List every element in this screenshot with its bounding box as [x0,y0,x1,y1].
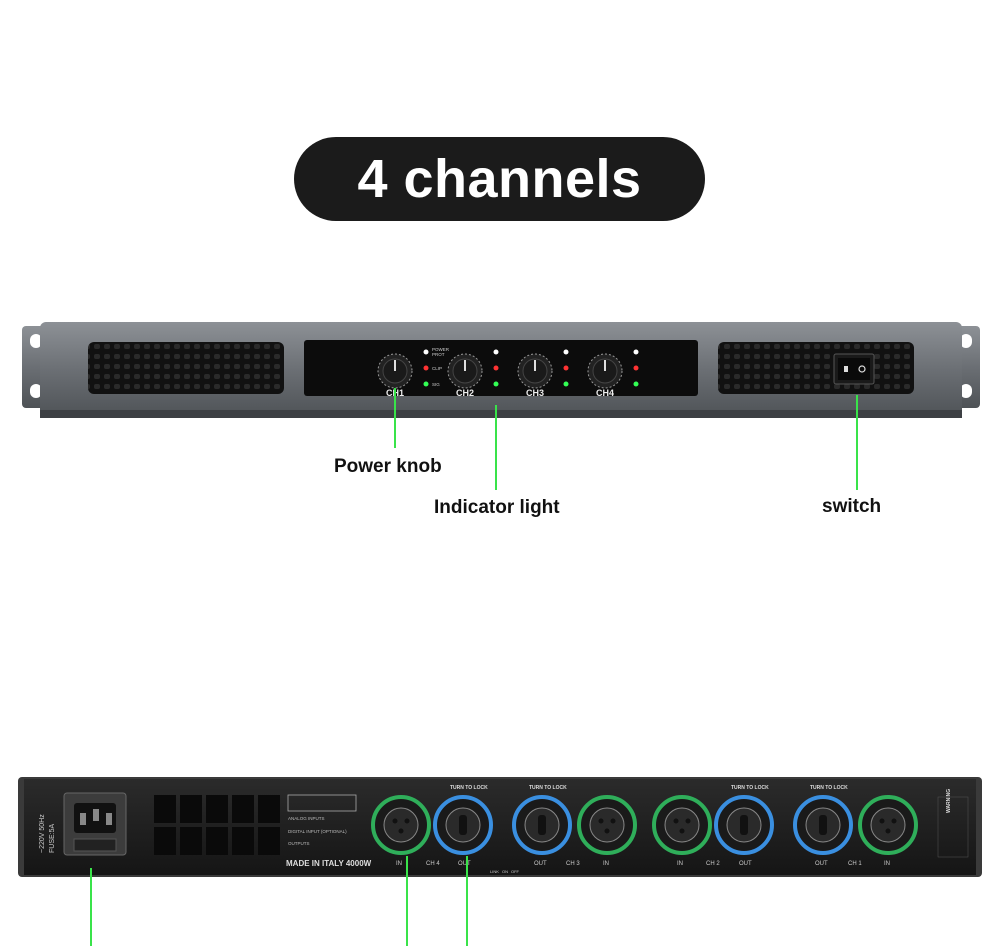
turn-to-lock-ch3: TURN TO LOCK [529,785,567,791]
led-label-clip: CLIP [432,366,442,371]
port-label: CH 1 [848,861,862,867]
knob-ch3[interactable] [517,353,553,389]
spec-block: ANALOG INPUTS DIGITAL INPUT (OPTIONAL) O… [286,794,372,868]
power-inlet[interactable] [63,792,127,856]
callout-switch: switch [822,496,882,517]
port-label: OUT [739,861,752,867]
channel-label-ch2: CH2 [456,388,474,398]
xlr-in-ch4[interactable] [371,795,431,855]
led-group-ch4 [633,349,639,387]
spec-line-1: ANALOG INPUTS [288,816,325,821]
turn-to-lock-ch4: TURN TO LOCK [450,785,488,791]
xlr-in-ch3[interactable] [577,795,637,855]
led-group-ch1: POWER PROT CLIP SIG [423,347,450,387]
callout-line-switch [856,395,858,490]
amplifier-rear-panel: ~220V 50Hz FUSE:5A ANALOG INPUTS DIGITAL… [18,777,982,877]
fuse-text: FUSE:5A [49,823,56,853]
led-group-ch2 [493,349,499,387]
callout-line-indicator [495,405,497,490]
callout-line-power-inlet [90,868,92,946]
port-label: IN [677,861,683,867]
vent-grill-right [718,342,914,394]
turn-to-lock-ch1: TURN TO LOCK [810,785,848,791]
warning-title: WARNING [946,789,952,813]
led-label-sig: SIG [432,382,440,387]
port-label: OUT [458,861,471,867]
led-label-prot: PROT [432,352,445,357]
voltage-text: ~220V 50Hz [39,814,46,853]
title-text: 4 channels [357,149,642,209]
spec-line-2: DIGITAL INPUT (OPTIONAL) [288,829,347,834]
amplifier-front-panel: CH1 CH2 CH3 CH4 POWER PROT CLIP SIG [22,322,980,418]
port-label: IN [396,861,402,867]
callout-power-knob: Power knob [334,456,442,477]
xlr-in-ch2[interactable] [652,795,712,855]
knob-ch1[interactable] [377,353,413,389]
control-panel [304,340,698,396]
rear-vent-grid [154,795,280,855]
port-label: CH 3 [566,861,580,867]
spec-line-3: OUTPUTS [288,841,310,846]
xlr-in-ch1[interactable] [858,795,918,855]
turn-to-lock-ch2: TURN TO LOCK [731,785,769,791]
port-label: OUT [815,861,828,867]
port-label: IN [884,861,890,867]
port-label: IN [603,861,609,867]
power-switch[interactable] [833,353,875,385]
made-in-text: MADE IN ITALY 4000W [286,859,372,868]
callout-line-xlr-input [406,856,408,946]
speakon-out-ch2[interactable] [714,795,774,855]
knob-ch4[interactable] [587,353,623,389]
vent-grill-left [88,342,284,394]
speakon-out-ch3[interactable] [512,795,572,855]
link-switch-label: LINK [490,869,499,874]
led-label-power: POWER [432,347,450,352]
knob-ch2[interactable] [447,353,483,389]
channel-label-ch3: CH3 [526,388,544,398]
port-label: OUT [534,861,547,867]
speakon-out-ch1[interactable] [793,795,853,855]
led-group-ch3 [563,349,569,387]
callout-line-speakon-output [466,856,468,946]
port-label: CH 4 [426,861,440,867]
channel-label-ch4: CH4 [596,388,614,398]
callout-indicator-light: Indicator light [434,497,560,518]
link-switch-label: ON [502,869,508,874]
title-pill: 4 channels [294,137,705,221]
speakon-out-ch4[interactable] [433,795,493,855]
callout-line-power-knob [394,388,396,448]
port-label: CH 2 [706,861,720,867]
link-switch-label: OFF [511,869,520,874]
